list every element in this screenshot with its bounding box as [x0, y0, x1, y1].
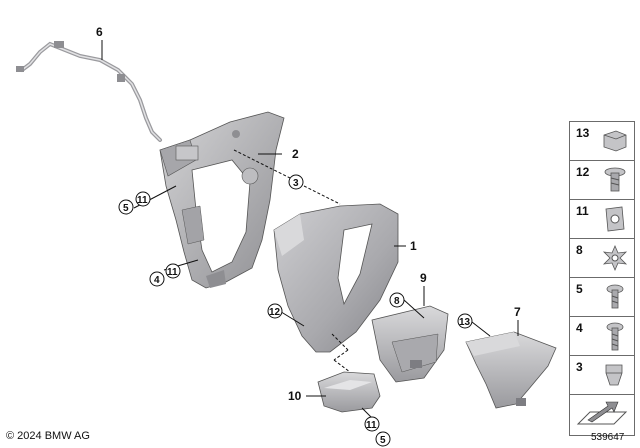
callout-11c: 11	[366, 420, 377, 431]
direction-arrow-icon	[576, 401, 628, 425]
cable-hose-part-6	[16, 41, 162, 142]
callout-11a-circle	[135, 191, 151, 207]
legend-item-12: 12	[569, 160, 635, 202]
callout-11c-circle	[364, 416, 380, 432]
legend-item-label: 3	[576, 360, 583, 374]
legend-item-label: 13	[576, 126, 590, 140]
legend-item-3: 3	[569, 355, 635, 397]
legend-item-label: 12	[576, 165, 590, 179]
callout-3: 3	[293, 178, 299, 189]
image-number: 539647	[591, 432, 625, 443]
spring-clip-icon	[605, 364, 623, 386]
callout-10: 10	[288, 389, 302, 403]
side-panel-part-7	[465, 331, 557, 409]
callout-4-circle	[149, 271, 165, 287]
callout-5a: 5	[123, 203, 129, 214]
legend-item-label: 4	[576, 321, 583, 335]
callout-5a-circle	[118, 199, 134, 215]
callout-11b: 11	[167, 267, 178, 278]
callout-3-circle	[288, 174, 304, 190]
legend-item-label: 5	[576, 282, 583, 296]
copyright-text: © 2024 BMW AG	[6, 430, 90, 442]
legend-item-label: 11	[576, 204, 589, 218]
callout-5b: 5	[380, 435, 386, 446]
bracket-frame-part-2	[159, 111, 285, 289]
small-parts-legend: 13 12 11 8 5 4	[569, 121, 635, 436]
legend-item-label: 8	[576, 243, 583, 257]
sheet-metal-nut-icon	[605, 206, 625, 232]
callouts: 6 2 3 1 5 11 4 11 12 9 8 13 7 10 11 5	[96, 25, 521, 447]
callout-13: 13	[459, 317, 471, 328]
callout-11b-circle	[165, 263, 181, 279]
legend-item-5: 5	[569, 277, 635, 319]
callout-8-circle	[389, 292, 405, 308]
legend-item-8: 8	[569, 238, 635, 280]
legend-item-arrow	[569, 394, 635, 436]
cover-part-1	[273, 203, 399, 353]
callout-9: 9	[420, 271, 427, 285]
callout-4: 4	[154, 275, 160, 286]
flange-screw-icon	[604, 167, 626, 192]
legend-item-4: 4	[569, 316, 635, 358]
callout-12-circle	[267, 303, 283, 319]
callout-13-circle	[457, 313, 473, 329]
callout-11a: 11	[137, 195, 148, 206]
cap-part-10	[317, 371, 381, 413]
collar-screw-icon	[606, 284, 624, 309]
long-screw-icon	[606, 322, 624, 351]
callout-12: 12	[269, 307, 281, 318]
callout-5b-circle	[375, 431, 391, 447]
callout-7: 7	[514, 305, 521, 319]
legend-item-13: 13	[569, 121, 635, 163]
callout-6: 6	[96, 25, 103, 39]
callout-1: 1	[410, 239, 417, 253]
callout-2: 2	[292, 147, 299, 161]
clip-nut-icon	[603, 130, 627, 152]
legend-item-11: 11	[569, 199, 635, 241]
bracket-part-9	[371, 305, 449, 383]
leader-lines	[101, 40, 519, 419]
star-washer-icon	[602, 244, 628, 272]
callout-8: 8	[394, 296, 400, 307]
